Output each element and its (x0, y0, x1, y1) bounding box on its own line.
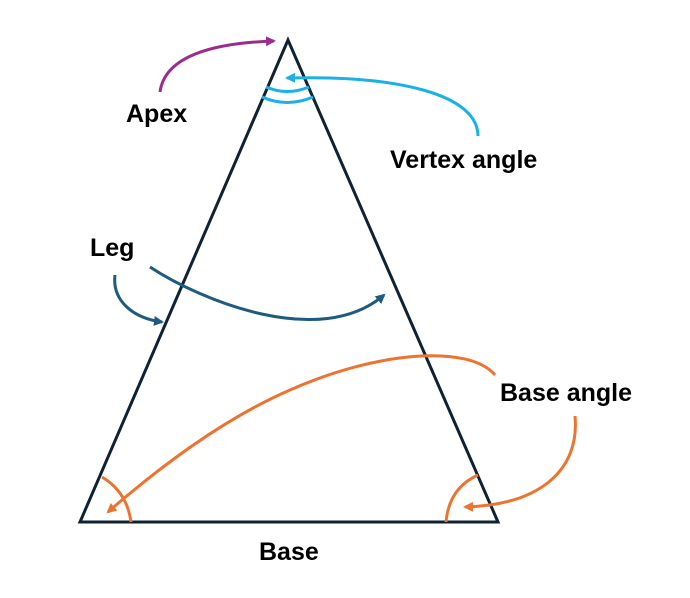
base-label: Base (259, 538, 319, 566)
base-angle-label: Base angle (500, 379, 633, 407)
leg-arrow-left (113, 274, 164, 326)
apex-label: Apex (126, 100, 188, 128)
base-angle-arc-right (444, 473, 479, 523)
base-angle-arrow-right (463, 415, 577, 512)
vertex-angle-arc-outer (261, 95, 314, 104)
base-angle-arc-left (101, 475, 133, 523)
base-angle-arrow-left (106, 354, 497, 514)
leg-arrow-right (149, 265, 386, 321)
leg-label: Leg (90, 234, 135, 262)
vertex-angle-label: Vertex angle (390, 146, 538, 174)
vertex-angle-arrow (285, 72, 480, 137)
triangle-outline (77, 36, 501, 524)
vertex-angle-arc-inner (265, 85, 310, 93)
apex-arrow (158, 36, 276, 93)
